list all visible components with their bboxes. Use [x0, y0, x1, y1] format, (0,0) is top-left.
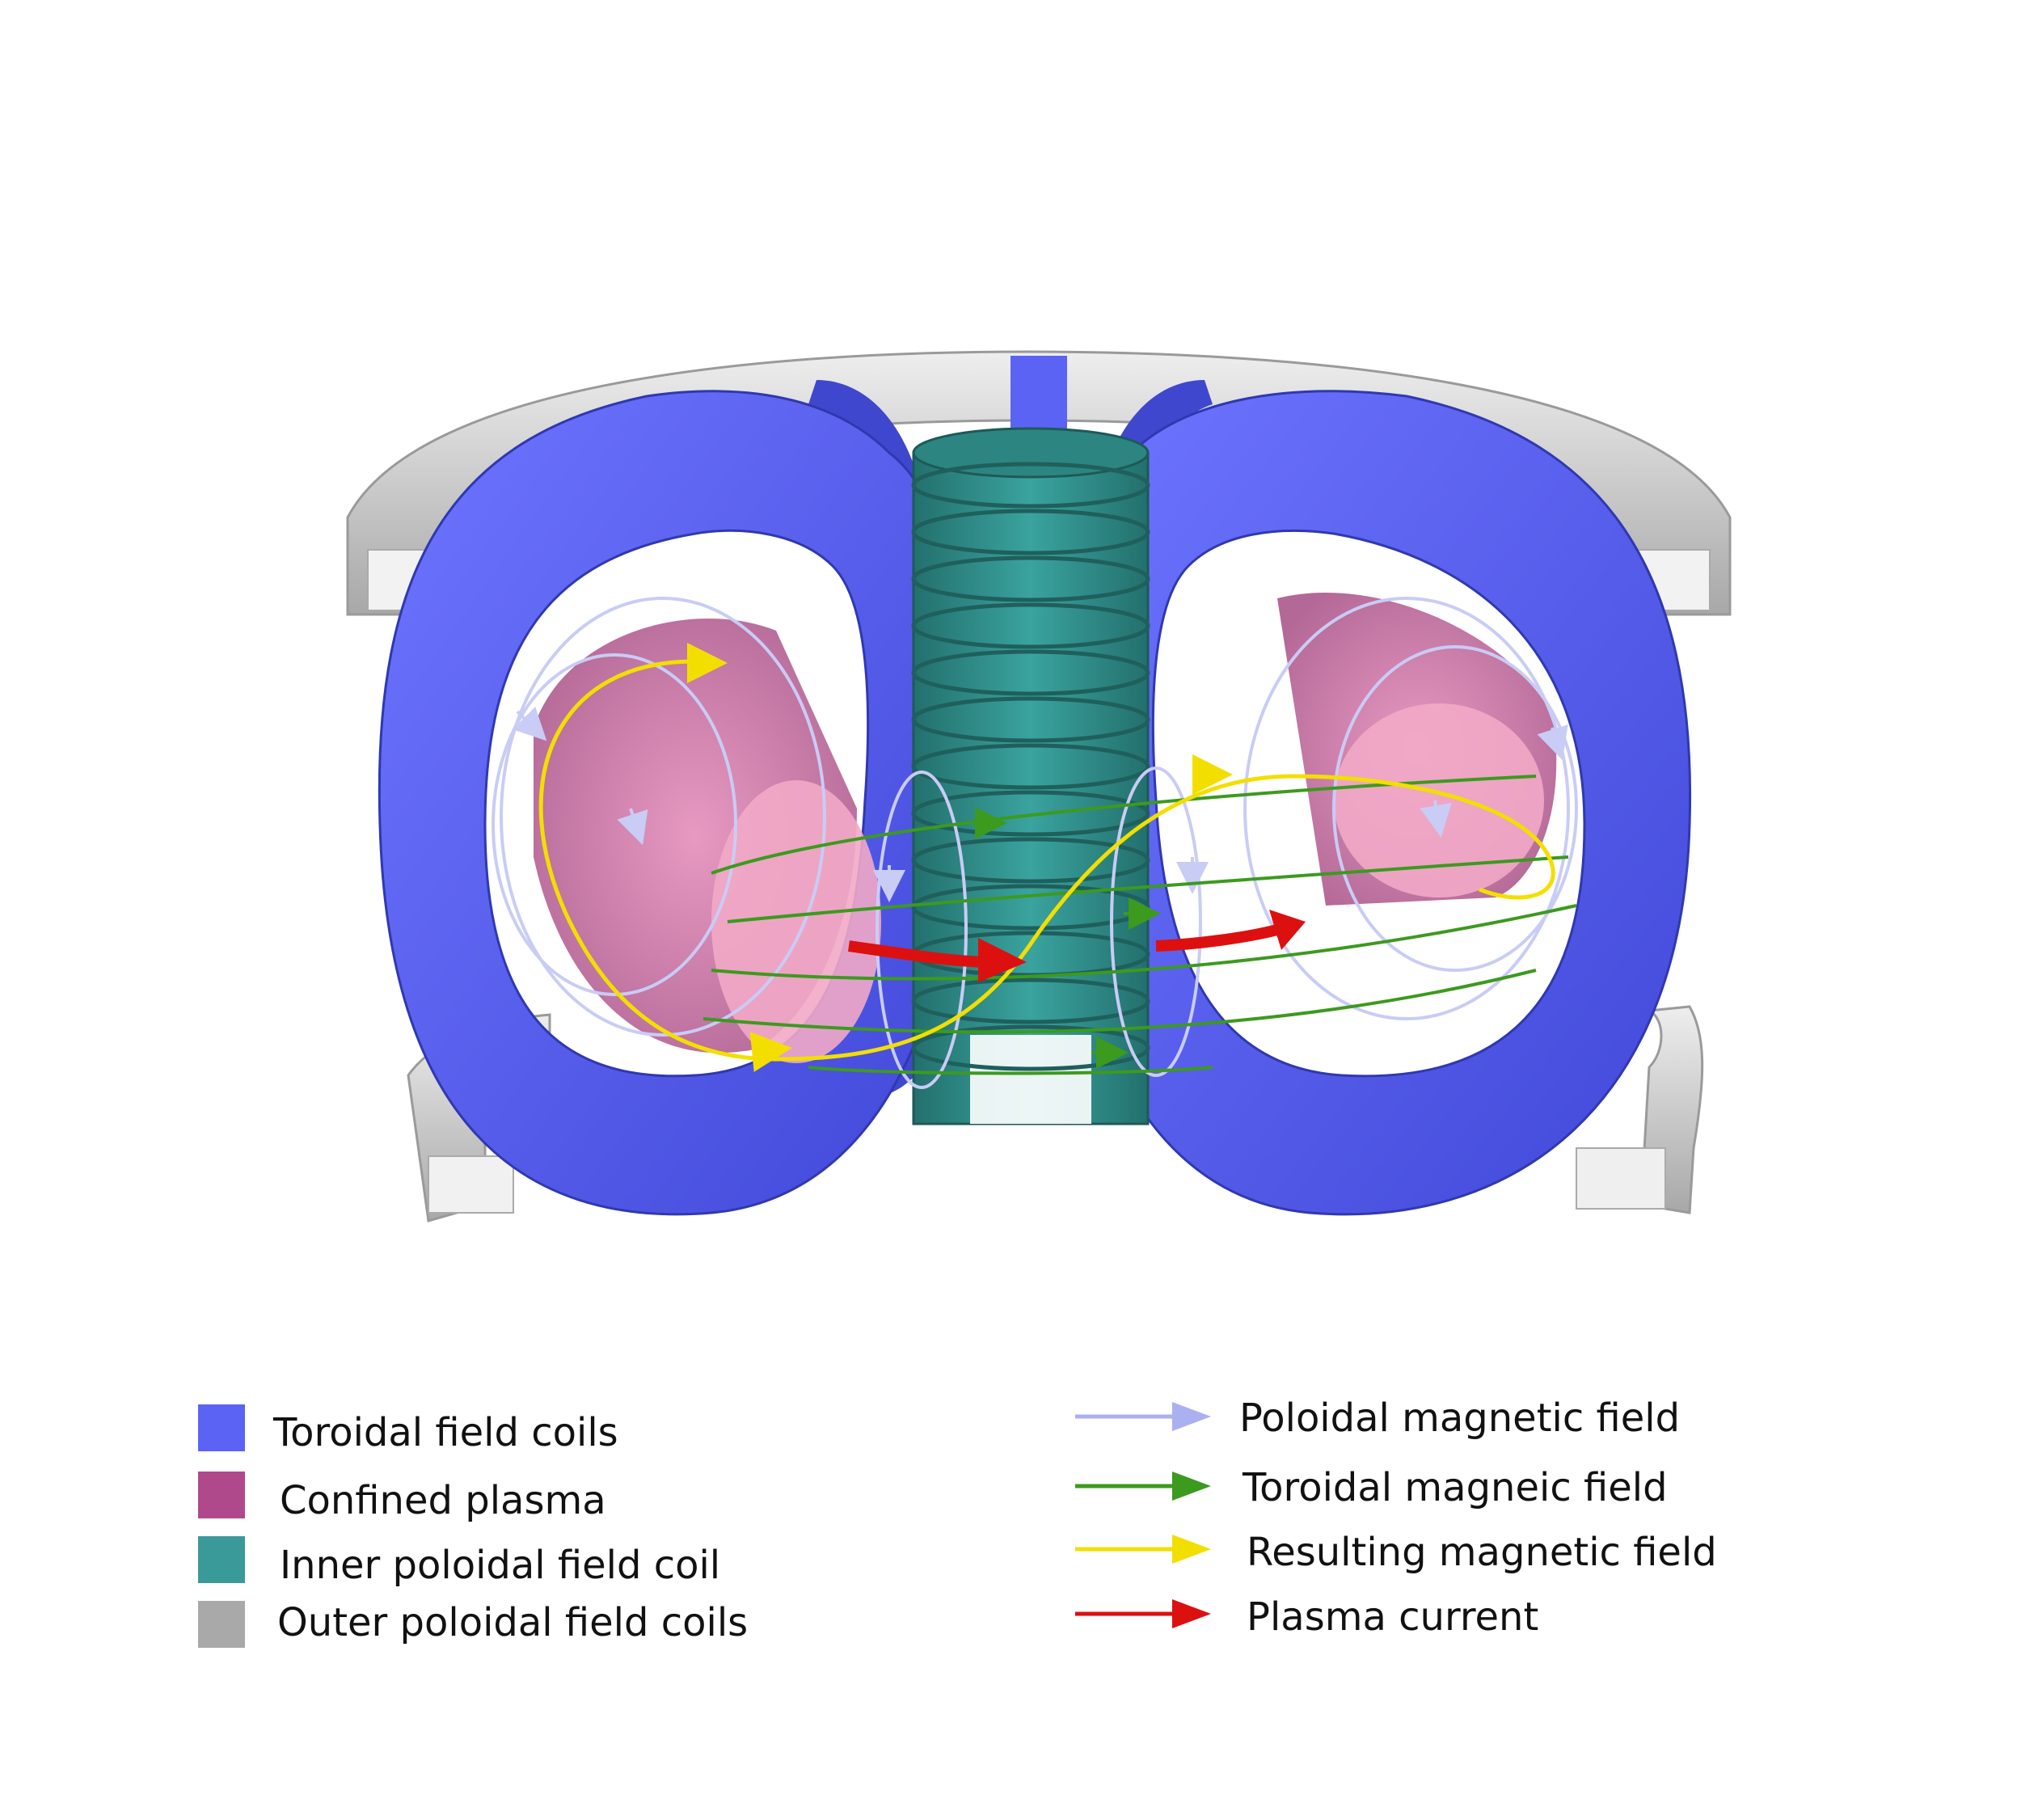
toroidal-coils-swatch	[198, 1404, 245, 1451]
inner-poloidal-coil-label: Inner poloidal field coil	[280, 1543, 721, 1588]
poloidal-field-label: Poloidal magnetic field	[1239, 1396, 1681, 1441]
toroidal-coils-label: Toroidal field coils	[273, 1410, 618, 1455]
solenoid-ring	[911, 1024, 1150, 1071]
toroidal-field-label: Toroidal magneic field	[1243, 1465, 1668, 1510]
solenoid-ring	[911, 462, 1150, 509]
toroidal-field-key	[1075, 1472, 1211, 1501]
solenoid-ring	[911, 790, 1150, 837]
solenoid-ring	[911, 978, 1150, 1024]
resulting-field-label: Resulting magnetic field	[1247, 1530, 1717, 1575]
resulting-field-line	[538, 643, 1555, 1072]
inner-poloidal-coil-swatch	[198, 1536, 245, 1583]
legend-field-keys	[1075, 1402, 1211, 1628]
solenoid-ring	[911, 602, 1150, 649]
solenoid-ring	[911, 649, 1150, 696]
confined-plasma	[534, 592, 1557, 1063]
plasma-current-key	[1075, 1599, 1211, 1628]
solenoid-ring	[911, 509, 1150, 555]
poloidal-field-key	[1075, 1402, 1211, 1431]
plasma-current-label: Plasma current	[1247, 1594, 1539, 1640]
solenoid-ring	[911, 743, 1150, 790]
plasma-left-end	[711, 780, 881, 1063]
solenoid-ring	[911, 696, 1150, 743]
poloidal-field-lines	[492, 597, 1578, 1089]
solenoid-ring	[911, 837, 1150, 884]
plasma-right-end	[1334, 703, 1544, 897]
outer-poloidal-coils-label: Outer poloidal field coils	[277, 1600, 749, 1645]
confined-plasma-swatch	[198, 1472, 245, 1518]
solenoid-ring	[911, 555, 1150, 602]
outer-poloidal-coils-swatch	[198, 1601, 245, 1648]
confined-plasma-label: Confined plasma	[280, 1478, 606, 1523]
resulting-field-key	[1075, 1535, 1211, 1564]
plasma-current-arrows	[848, 910, 1306, 982]
inner-poloidal-field-coil	[911, 427, 1150, 1125]
